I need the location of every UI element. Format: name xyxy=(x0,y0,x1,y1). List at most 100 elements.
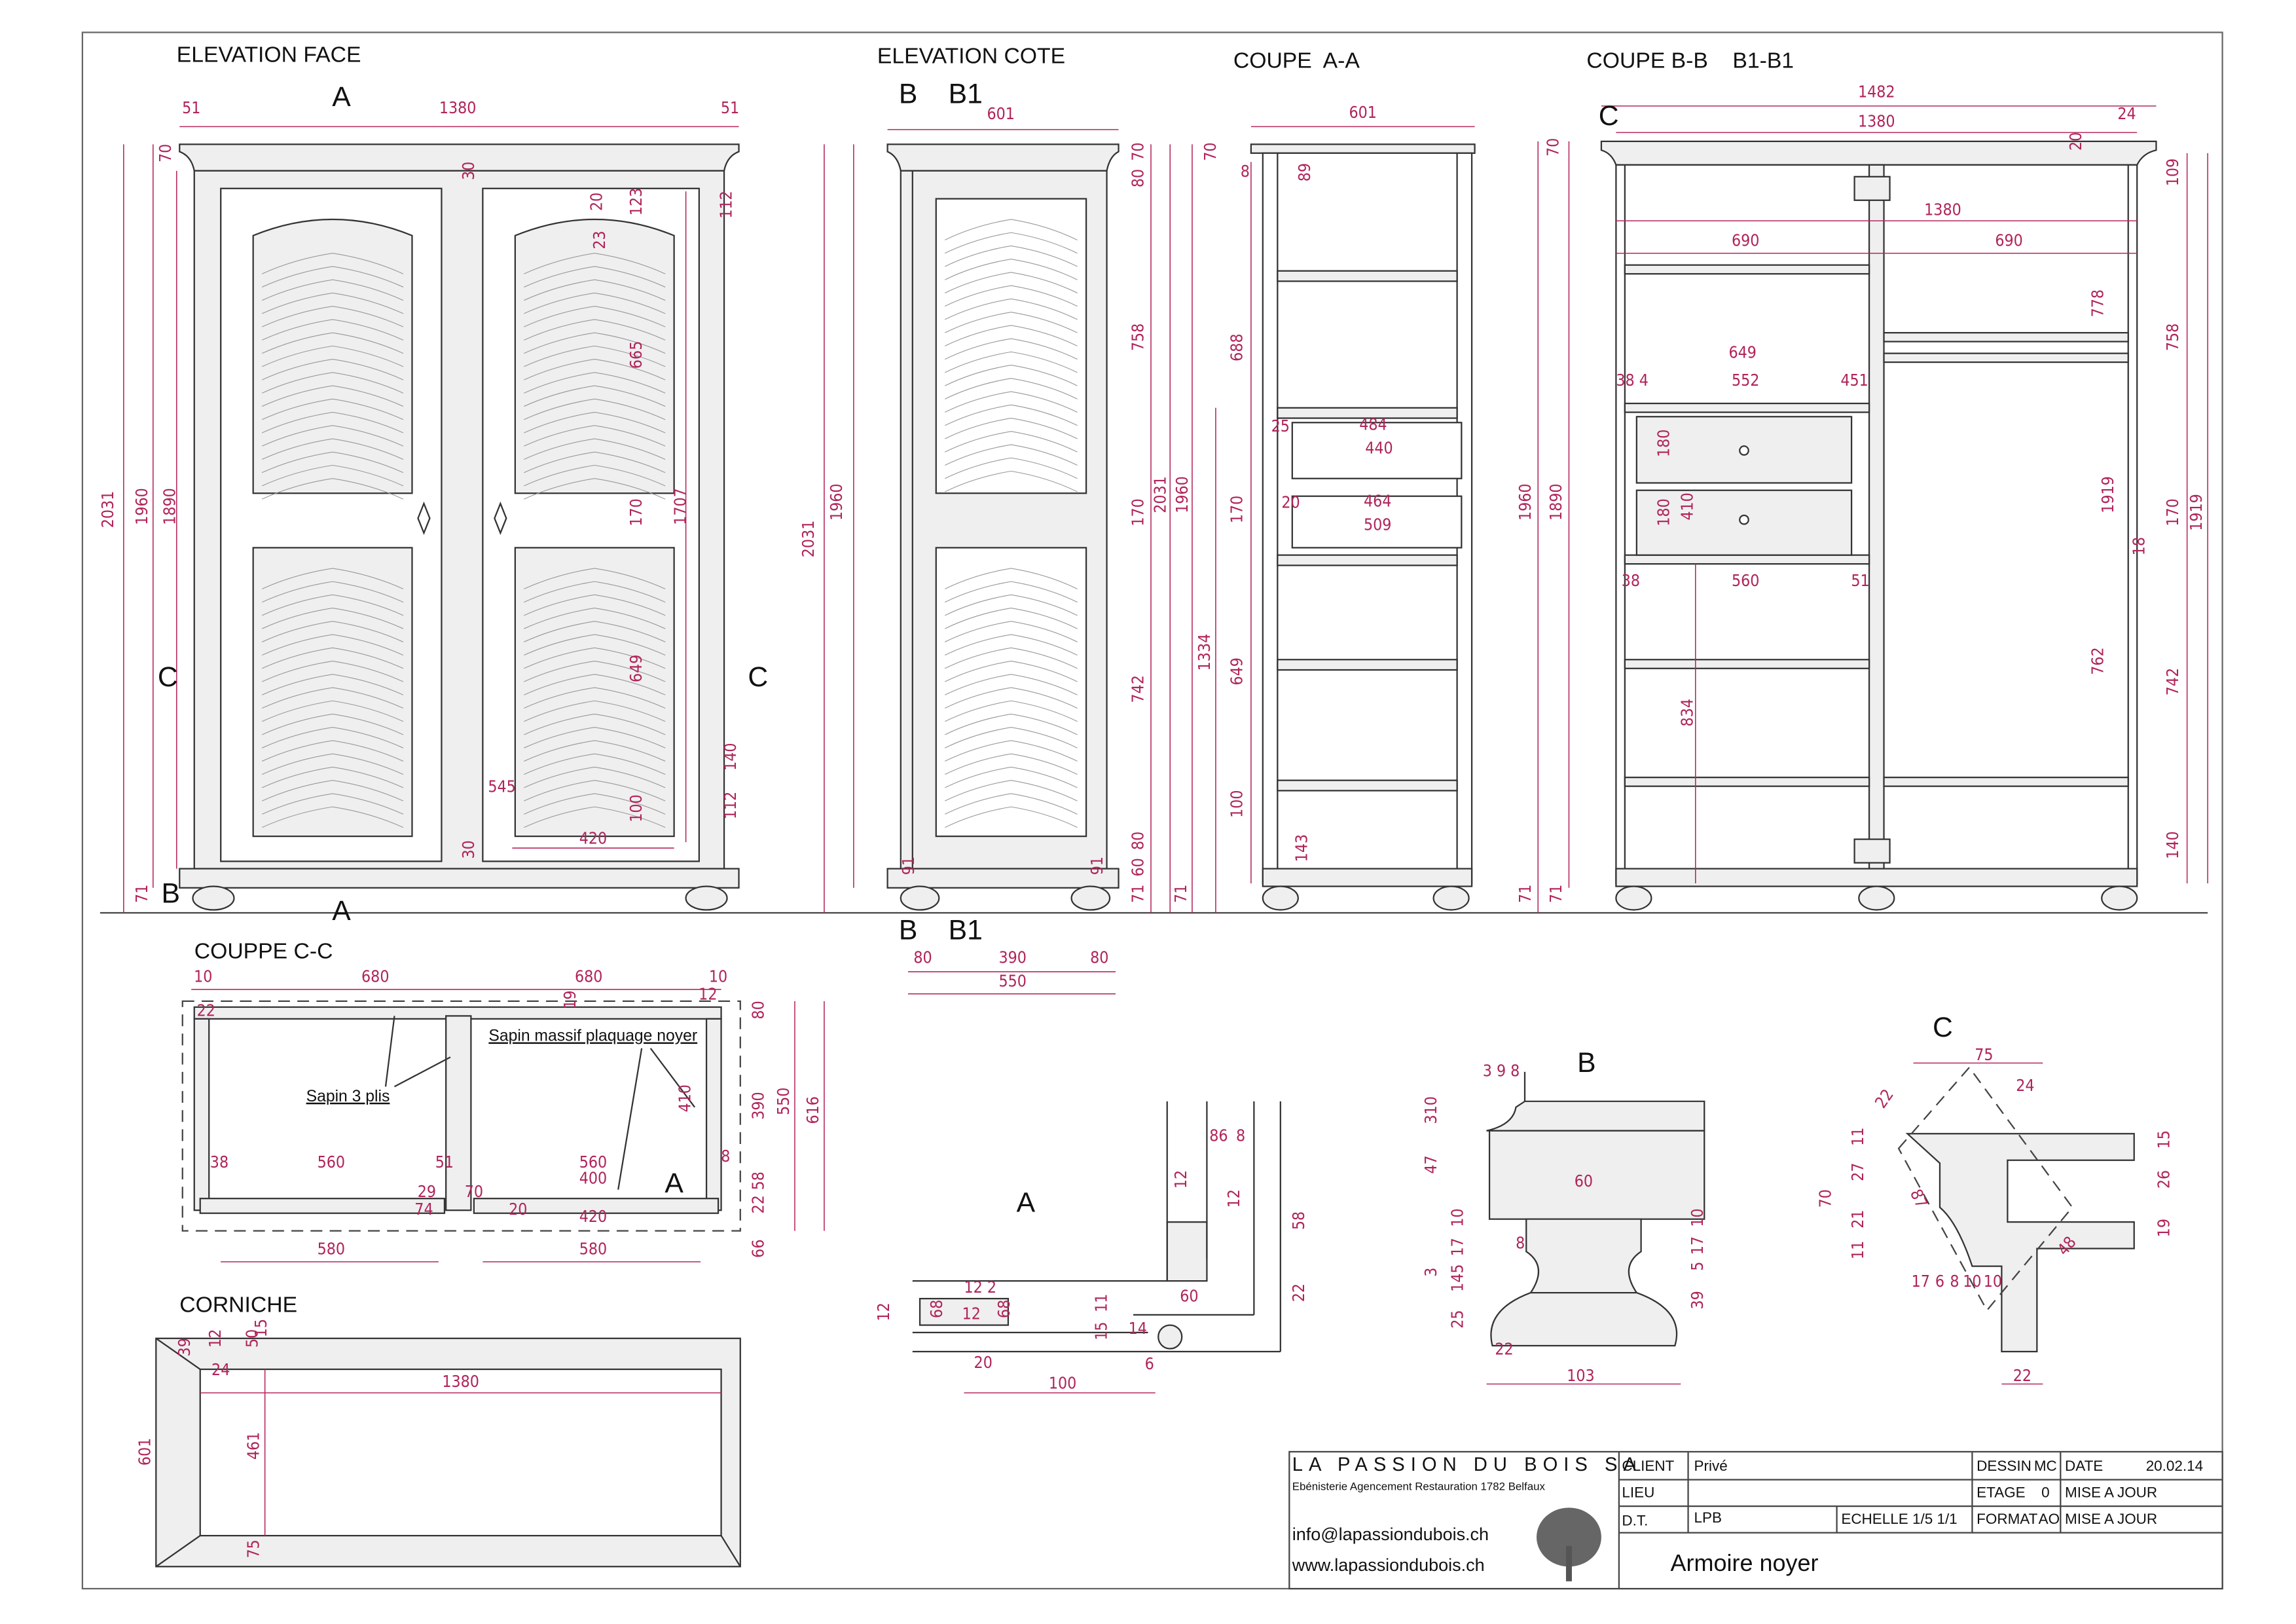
dimension-label: 75 xyxy=(1975,1045,1993,1064)
dimension-label: 560 xyxy=(579,1153,607,1172)
dimension-label: 464 xyxy=(1364,491,1391,510)
dimension-label: 70 xyxy=(1816,1189,1835,1208)
annotation-sapin-3-plis: Sapin 3 plis xyxy=(306,1088,390,1105)
dimension-label: 17 xyxy=(1688,1236,1707,1255)
dimension-label: 1380 xyxy=(1924,200,1961,219)
dimension-label: 440 xyxy=(1365,439,1393,458)
dimension-label: 30 xyxy=(459,840,478,858)
sheet-border xyxy=(81,31,2223,1590)
wood-grain-line xyxy=(945,272,1078,293)
title-corniche: CORNICHE xyxy=(179,1292,297,1317)
dimension-label: 11 xyxy=(1848,1128,1867,1146)
wood-grain-line xyxy=(261,385,404,407)
dimension-label: 112 xyxy=(716,191,735,218)
wood-grain-line xyxy=(261,766,404,788)
company-name: LA PASSION DU BOIS SA xyxy=(1292,1454,1642,1475)
dimension-label: 742 xyxy=(2163,668,2182,695)
wood-grain-line xyxy=(945,338,1078,360)
dimension-label: 51 xyxy=(721,98,739,117)
wood-grain-line xyxy=(261,266,404,287)
wood-grain-line xyxy=(261,727,404,748)
dimension-label: 71 xyxy=(1129,885,1148,903)
dimension-label: 20 xyxy=(1281,493,1300,512)
wood-grain-line xyxy=(945,713,1078,735)
wood-grain-line xyxy=(945,444,1078,466)
dimension-label: 66 xyxy=(749,1240,768,1258)
wood-grain-line xyxy=(945,568,1078,589)
wood-grain-line xyxy=(945,753,1078,775)
company-website[interactable]: www.lapassiondubois.ch xyxy=(1292,1555,1485,1575)
dimension-label: 180 xyxy=(1654,498,1673,526)
dimension-label: 762 xyxy=(2088,647,2107,674)
wood-grain-line xyxy=(524,411,666,434)
dimension-label: 688 xyxy=(1227,333,1246,361)
drawing-title: Armoire noyer xyxy=(1671,1549,1819,1576)
dimension-label: 12 xyxy=(874,1302,893,1321)
title-block: LA PASSION DU BOIS SA Ebénisterie Agence… xyxy=(1288,1450,2223,1590)
dimension-label: 86 xyxy=(1209,1126,1228,1145)
dimension-label: 60 xyxy=(1180,1287,1198,1306)
coupe-bb-view xyxy=(1537,105,2208,913)
dimension-label: 19 xyxy=(560,991,579,1009)
dimension-label: 71 xyxy=(132,885,151,903)
dimension-label: 20 xyxy=(587,193,606,211)
wood-grain-line xyxy=(261,306,404,327)
wood-grain-line xyxy=(945,647,1078,669)
dimension-label: 8 xyxy=(1950,1272,1959,1291)
wood-grain-line xyxy=(261,700,404,722)
format-label: FORMAT xyxy=(1977,1511,2037,1527)
dimension-label: 140 xyxy=(721,743,740,770)
dimension-label: 484 xyxy=(1359,415,1387,434)
dimension-label: 690 xyxy=(1732,231,1759,249)
wood-grain-line xyxy=(945,608,1078,629)
dimension-label: 100 xyxy=(1227,790,1246,817)
wood-grain-line xyxy=(524,594,666,616)
dimension-label: 22 xyxy=(1289,1283,1308,1302)
wood-grain-line xyxy=(524,385,666,407)
wood-grain-line xyxy=(945,634,1078,656)
dimension-label: 1380 xyxy=(1858,111,1895,130)
wood-grain-line xyxy=(945,378,1078,399)
annotation-sapin-massif: Sapin massif plaquage noyer xyxy=(488,1027,697,1045)
wood-grain-line xyxy=(945,431,1078,452)
dimension-label: 17 xyxy=(1448,1238,1467,1256)
dimension-label: 80 xyxy=(1129,169,1148,187)
wood-grain-line xyxy=(524,359,666,380)
dimension-label: 2031 xyxy=(1150,476,1169,513)
wood-grain-line xyxy=(945,351,1078,373)
company-email[interactable]: info@lapassiondubois.ch xyxy=(1292,1524,1489,1544)
wood-grain-line xyxy=(524,727,666,748)
wood-grain-line xyxy=(945,660,1078,682)
dimension-label: 580 xyxy=(579,1240,607,1259)
wood-grain-line xyxy=(261,687,404,709)
wood-grain-line xyxy=(945,245,1078,267)
dimension-label: 145 xyxy=(1448,1264,1467,1291)
wood-grain-line xyxy=(945,766,1078,788)
dimension-label: 23 xyxy=(590,231,609,249)
dimension-label: 1482 xyxy=(1858,82,1895,101)
dimension-label: 18 xyxy=(2129,537,2148,555)
section-marker: A xyxy=(332,895,351,927)
wood-grain-line xyxy=(261,292,404,314)
wood-grain-line xyxy=(945,674,1078,695)
coupe-aa-view xyxy=(1169,126,1476,913)
dimension-label: 10 xyxy=(1984,1272,2002,1291)
section-marker: C xyxy=(1933,1012,1953,1043)
wood-grain-line xyxy=(524,793,666,815)
dimension-label: 1707 xyxy=(671,488,690,525)
wood-grain-line xyxy=(261,660,404,682)
dimension-label: 30 xyxy=(459,162,478,180)
wood-grain-line xyxy=(524,740,666,762)
wood-grain-line xyxy=(945,470,1078,492)
dimension-label: 38 xyxy=(1622,571,1640,590)
dimension-label: 10 xyxy=(1688,1208,1707,1227)
dimension-label: 180 xyxy=(1654,430,1673,457)
dimension-label: 51 xyxy=(182,98,200,117)
dimension-label: 1334 xyxy=(1195,634,1214,671)
corniche-view xyxy=(155,1337,741,1568)
dimension-label: 71 xyxy=(1171,885,1190,903)
dimension-label: 1890 xyxy=(1546,483,1565,521)
dimension-label: 552 xyxy=(1732,371,1759,390)
dimension-label: 74 xyxy=(414,1200,433,1219)
company-tagline: Ebénisterie Agencement Restauration 1782… xyxy=(1292,1480,1546,1492)
